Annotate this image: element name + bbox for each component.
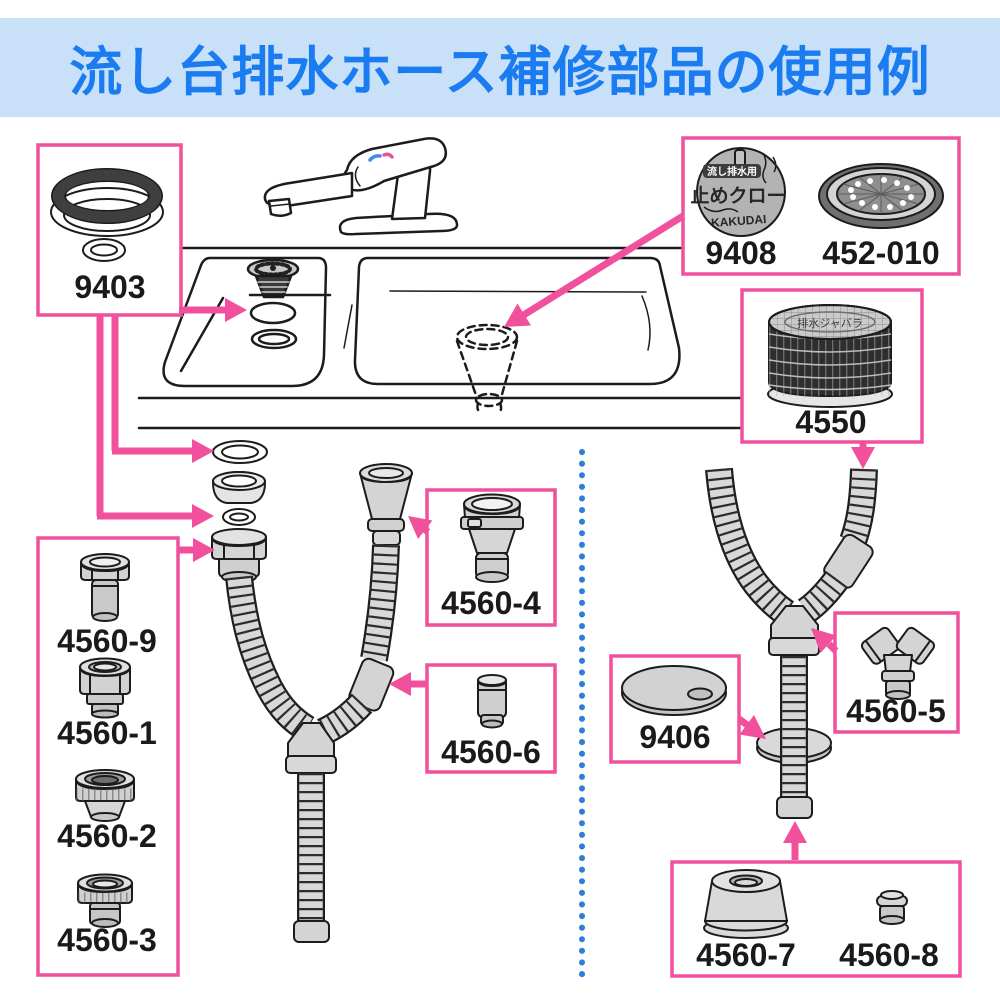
part-label-452-010: 452-010	[822, 235, 939, 271]
part-label-4550: 4550	[795, 404, 866, 440]
part-label-4560-7: 4560-7	[696, 937, 796, 973]
part-image-4560-6	[477, 674, 507, 729]
hose-hex-nut	[211, 528, 267, 583]
part-image-9403	[50, 168, 164, 262]
arrow-4550-to-hose	[851, 443, 875, 469]
coil-text: 排水ジャバラ	[797, 316, 862, 330]
faucet	[263, 137, 459, 236]
arrow-9406-to-flange	[736, 715, 766, 739]
part-image-9406	[621, 665, 727, 716]
arrow-9403-to-sink-drain	[179, 298, 247, 322]
part-labels: 9403 9408 452-010 4550 4560-9 4560-1 456…	[57, 235, 946, 973]
part-label-4560-4: 4560-4	[441, 585, 541, 621]
left-exploded-stack	[211, 440, 268, 583]
part-label-4560-9: 4560-9	[57, 623, 157, 659]
o-ring	[222, 508, 256, 526]
part-image-4560-4	[460, 493, 524, 583]
part-image-4560-5	[860, 626, 936, 700]
part-label-4560-5: 4560-5	[846, 693, 946, 729]
arrow-adapters-to-hex-nut	[178, 538, 215, 562]
part-image-452-010	[818, 163, 944, 229]
part-label-9408: 9408	[705, 235, 776, 271]
left-y-hose	[225, 463, 413, 943]
right-y-hose	[705, 467, 878, 819]
part-label-4560-2: 4560-2	[57, 818, 157, 854]
part-image-4560-9	[80, 553, 130, 622]
hidden-drain-cone	[455, 323, 519, 414]
part-image-4560-2	[75, 769, 135, 822]
arrow-4560-5-to-junction	[811, 628, 839, 654]
drain-ring	[250, 328, 298, 350]
hose-end-cap-right	[776, 796, 813, 819]
hose-end-cap-left	[293, 920, 330, 943]
funnel-cone	[359, 463, 413, 546]
part-label-9403: 9403	[74, 269, 145, 305]
cup-washer	[212, 471, 266, 504]
arrow-4560-4-to-funnel	[408, 516, 433, 539]
arrow-9403-to-o-ring	[96, 314, 214, 528]
title-banner: 流し台排水ホース補修部品の使用例	[0, 18, 1000, 117]
callout-arrows	[96, 213, 875, 860]
arrow-4560-6-to-joint	[389, 672, 428, 696]
part-image-4560-7	[703, 869, 789, 939]
page-title: 流し台排水ホース補修部品の使用例	[69, 42, 931, 102]
part-image-4560-3	[77, 873, 133, 928]
arrow-9403-to-washer	[111, 314, 214, 463]
basket-strainer	[246, 258, 300, 299]
disc-text-top: 流し排水用	[707, 165, 757, 178]
part-label-4560-3: 4560-3	[57, 922, 157, 958]
part-label-4560-8: 4560-8	[839, 937, 939, 973]
part-label-9406: 9406	[639, 719, 710, 755]
part-image-4560-8	[876, 890, 908, 925]
part-label-4560-1: 4560-1	[57, 715, 157, 751]
hot-cold-mark-red	[382, 152, 394, 159]
y-junction-left	[285, 722, 337, 774]
hot-cold-mark-blue	[368, 154, 382, 162]
part-label-4560-6: 4560-6	[441, 734, 541, 770]
part-image-9408: 流し排水用 止めクロー KAKUDAI	[690, 147, 786, 237]
arrow-9408-to-drain-cone	[504, 213, 685, 327]
part-image-4560-1	[79, 657, 131, 719]
left-basin	[162, 256, 328, 388]
disc-text-arc: KAKUDAI	[711, 212, 767, 230]
part-image-4550: 排水ジャバラ	[767, 304, 893, 408]
part-images: 流し排水用 止めクロー KAKUDAI	[50, 147, 944, 939]
disc-text-logo: 止めクロー	[690, 185, 785, 207]
arrow-4560-7-8-to-hose-end	[783, 821, 807, 860]
drain-hole-oval	[249, 301, 297, 325]
flat-washer	[212, 440, 268, 464]
